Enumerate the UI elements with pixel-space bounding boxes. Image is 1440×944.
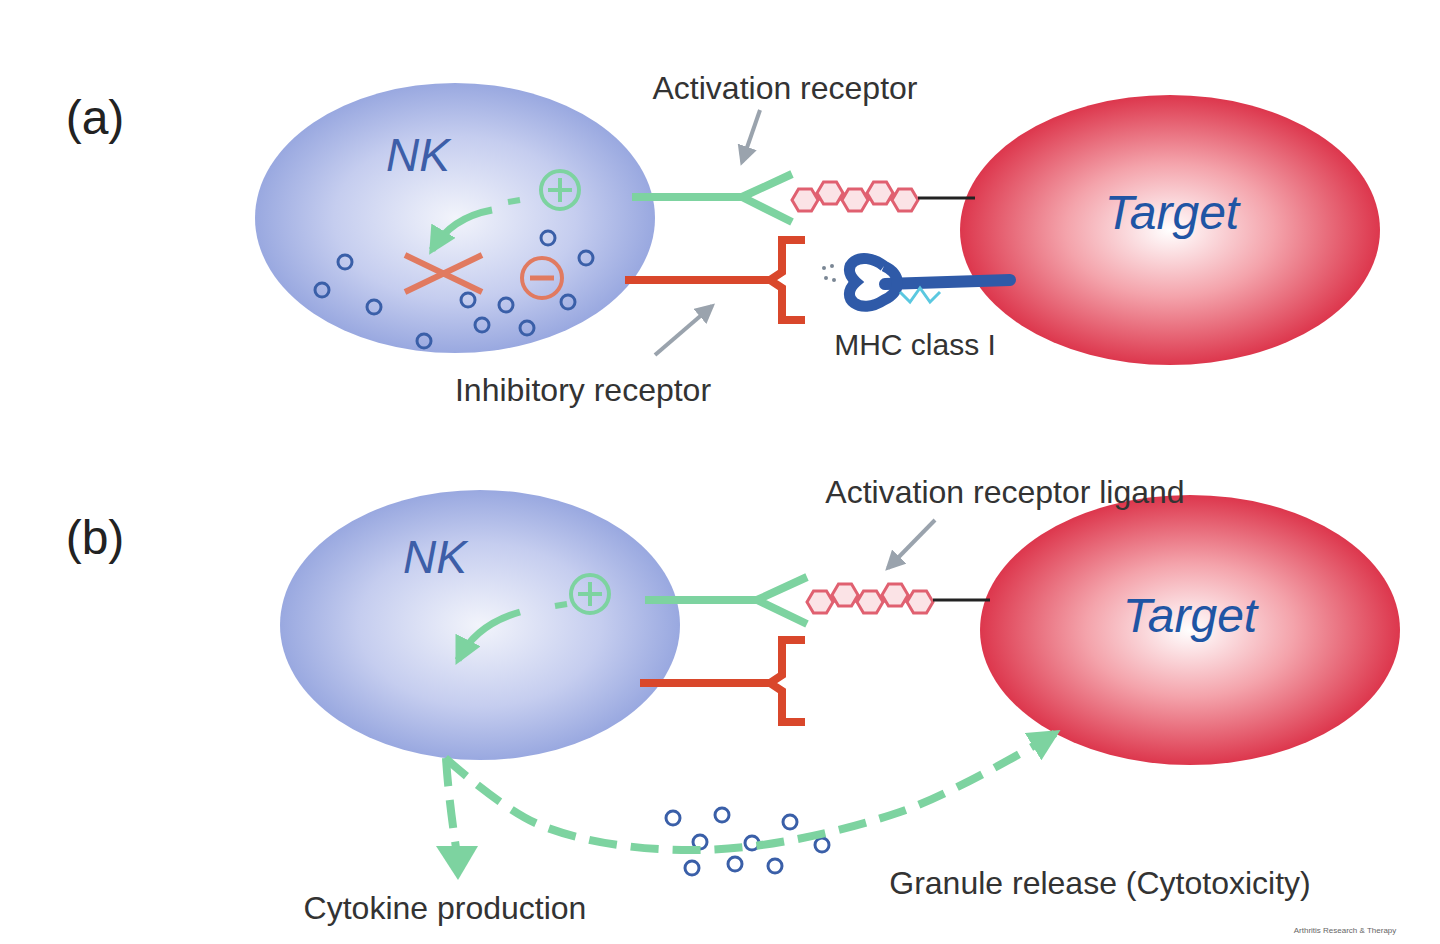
inhibitory-receptor-symbol [640,640,805,722]
target-cell: Target [980,495,1400,765]
ligand-symbol [807,584,933,613]
plus-symbol-circle [571,575,609,613]
cell-body [980,495,1400,765]
cell-outline [255,83,655,353]
annotation-label: Inhibitory receptor [455,372,711,409]
peptide-symbol [900,288,940,302]
target-cell: Target [960,95,1380,365]
granule-symbols [666,808,829,875]
pointer-arrow [655,306,712,355]
cell-label: Target [1105,185,1239,240]
pointer-arrow [742,110,760,162]
panel-letter: (b) [66,510,125,565]
panel-a-art [315,110,1010,355]
ligand-symbol [792,182,918,211]
activation-receptor-symbol [632,174,792,222]
cytokine-arrow-head [436,846,478,880]
annotation-label: Cytokine production [304,890,587,927]
cell-label: NK [386,128,450,182]
mhc-class-i-symbol [849,258,897,306]
panel-letter: (a) [66,90,125,145]
signal-dash [508,200,520,202]
pointer-arrow [888,520,935,568]
nk-cell: NK [255,83,655,353]
block-cross [405,255,482,292]
plus-symbol [578,582,602,606]
signal-dash [555,604,567,606]
inhibitory-receptor-symbol [625,240,805,320]
ligand-anchor [918,197,975,200]
connector-label: Granule release (Cytotoxicity) [889,865,1310,902]
cell-label: Target [1123,588,1257,643]
activation-receptor-symbol [645,577,807,624]
cell-outline [280,490,680,760]
granule-symbols [315,231,593,348]
activation-signal-arrow [458,612,520,660]
annotation-label: Activation receptor [652,70,917,107]
activation-signal-arrow [432,210,492,250]
dashed-connector [445,733,1055,850]
ligand-anchor [933,599,990,602]
panel-b-art [436,520,990,880]
cell-body [255,83,655,353]
connector-layer [445,733,1055,850]
annotation-label: MHC class I [834,328,996,363]
plus-symbol [548,178,572,202]
cell-body [280,490,680,760]
peptide-dots [822,264,836,282]
minus-symbol [530,276,554,281]
cell-label: NK [403,530,467,584]
watermark: Arthritis Research & Therapy [1294,926,1397,935]
nk-cell: NK [280,490,680,760]
mhc-stalk [885,280,1010,284]
cytokine-branch [446,758,456,848]
cell-body [960,95,1380,365]
plus-symbol-circle [541,171,579,209]
granule-release-connector [445,733,1055,850]
minus-symbol-circle [522,258,562,298]
